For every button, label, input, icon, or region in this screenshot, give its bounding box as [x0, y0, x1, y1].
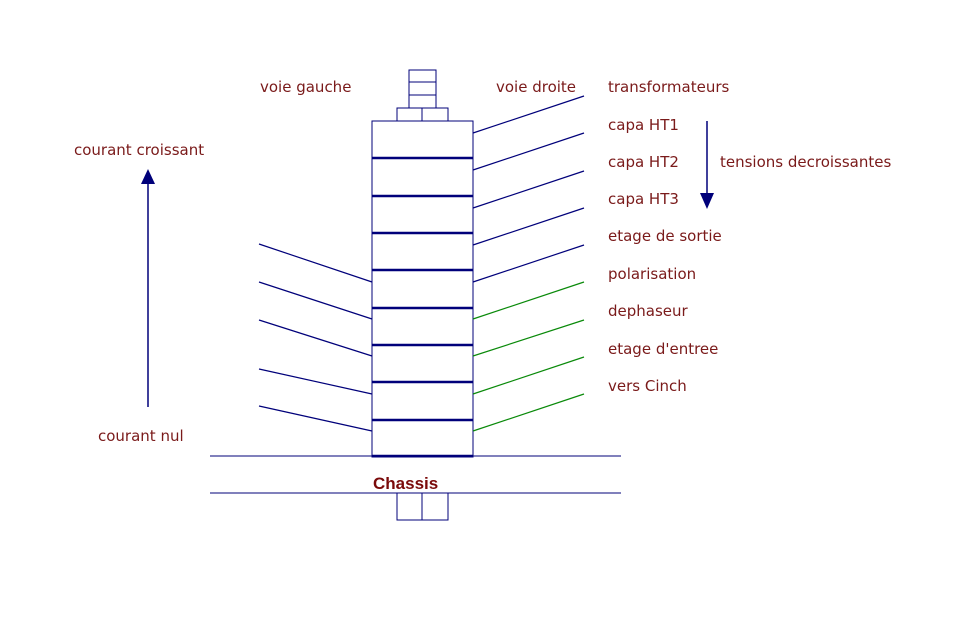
bolt-top — [396, 69, 449, 122]
tensions-decroissantes-label: tensions decroissantes — [720, 153, 892, 171]
lead-polarisation — [472, 281, 585, 320]
right-leads-green — [472, 281, 585, 432]
label-polarisation: polarisation — [608, 265, 697, 283]
right-leads-blue — [472, 95, 585, 283]
voie-gauche-label: voie gauche — [260, 78, 352, 96]
label-capa-ht3: capa HT3 — [608, 190, 679, 208]
label-capa-ht1: capa HT1 — [608, 116, 679, 134]
label-etage-d-entree: etage d'entree — [608, 340, 719, 358]
lead-etage-d-entree — [472, 356, 585, 395]
lead-dephaseur — [472, 319, 585, 357]
nut-bottom — [396, 492, 449, 521]
label-transformateurs: transformateurs — [608, 78, 730, 96]
lead-capa-ht3 — [472, 207, 585, 246]
lead-transformateurs — [472, 95, 585, 134]
arrow-up-icon — [141, 169, 155, 407]
courant-croissant-label: courant croissant — [74, 141, 205, 159]
courant-nul-label: courant nul — [98, 427, 184, 445]
voie-droite-label: voie droite — [496, 78, 577, 96]
label-dephaseur: dephaseur — [608, 302, 688, 320]
lead-etage-de-sortie — [472, 244, 585, 283]
lead-capa-ht2 — [472, 170, 585, 209]
left-leads — [258, 243, 373, 432]
label-capa-ht2: capa HT2 — [608, 153, 679, 171]
lead-capa-ht1 — [472, 132, 585, 171]
label-vers-cinch: vers Cinch — [608, 377, 687, 395]
label-etage-de-sortie: etage de sortie — [608, 227, 722, 245]
chassis-label: Chassis — [373, 474, 439, 493]
washer-stack — [371, 120, 474, 458]
arrow-down-icon — [700, 121, 714, 209]
lead-vers-cinch — [472, 393, 585, 432]
